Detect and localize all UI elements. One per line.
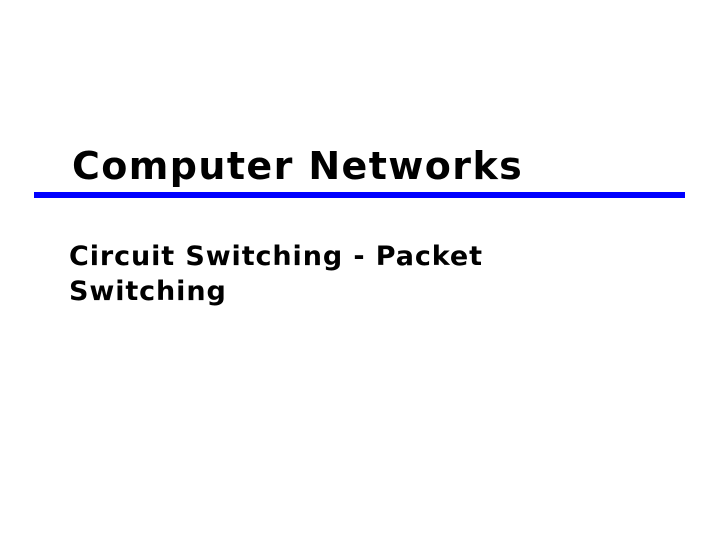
- title-divider-rule: [34, 192, 685, 198]
- page-title: Computer Networks: [72, 144, 524, 188]
- slide-subtitle: Circuit Switching - Packet Switching: [69, 241, 483, 307]
